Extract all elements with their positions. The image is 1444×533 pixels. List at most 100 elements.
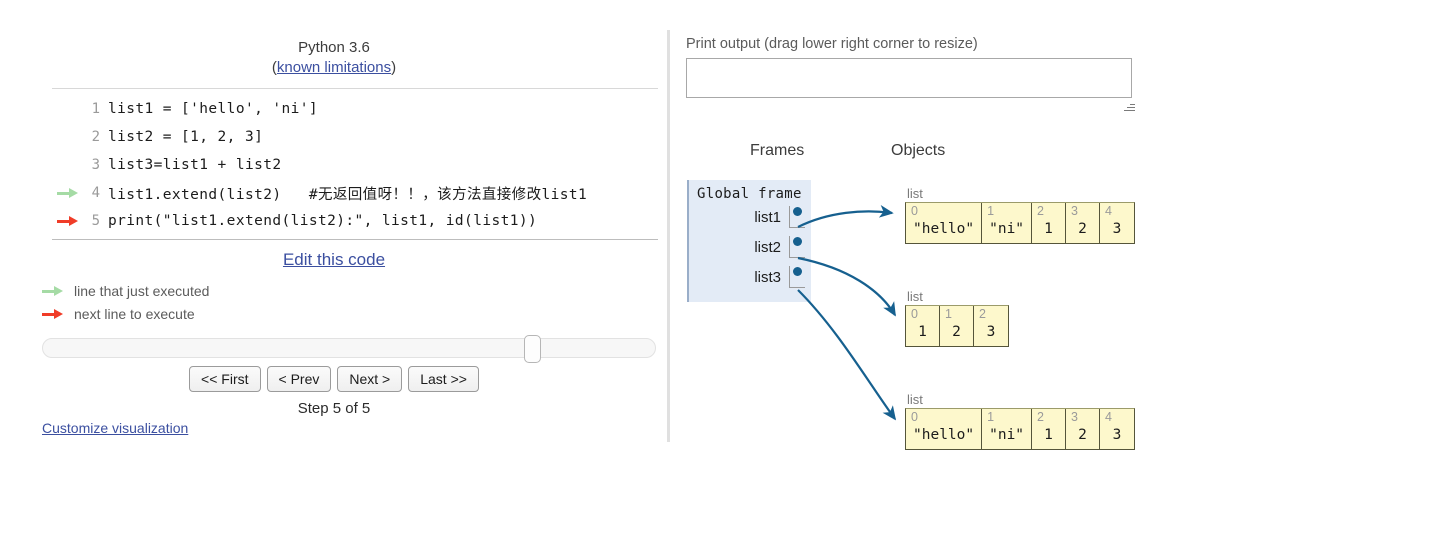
paren-open: ( [271, 59, 277, 76]
cell-index: 0 [911, 204, 918, 218]
line-code: list3=list1 + list2 [108, 157, 282, 173]
object-type-label: list [907, 289, 923, 304]
heap-object-list-1: list 0 "hello" 1 "ni" 2 1 3 2 4 3 [905, 186, 1136, 244]
first-step-button[interactable]: << First [189, 366, 261, 392]
cell-value: "hello" [913, 427, 975, 443]
list-cell[interactable]: 0 "hello" [906, 409, 983, 449]
list-cell[interactable]: 2 1 [1032, 203, 1067, 243]
code-line[interactable]: 2 list2 = [1, 2, 3] [52, 123, 658, 151]
list-cell[interactable]: 1 "ni" [982, 409, 1033, 449]
variable-pointer-slot [789, 206, 805, 228]
cell-index: 2 [979, 307, 986, 321]
cell-value: "ni" [989, 427, 1025, 443]
object-type-label: list [907, 186, 923, 201]
execution-marker-slot [52, 215, 84, 227]
known-limitations-link[interactable]: known limitations [276, 59, 392, 76]
visualization-panel: Print output (drag lower right corner to… [668, 0, 1444, 533]
list-cell[interactable]: 3 2 [1066, 409, 1101, 449]
python-version-label: Python 3.6 [298, 39, 370, 56]
list-cell[interactable]: 0 1 [906, 306, 940, 346]
global-frame: Global frame list1 list2 list3 [687, 180, 811, 302]
arrow-list3-to-object3 [797, 289, 897, 421]
cell-value: 3 [1112, 221, 1122, 237]
step-counter-label: Step 5 of 5 [297, 400, 371, 417]
arrow-list1-to-object1 [797, 204, 894, 228]
print-output-label: Print output (drag lower right corner to… [686, 36, 978, 52]
frames-header: Frames [750, 142, 805, 159]
variable-row-list2[interactable]: list2 [689, 232, 811, 262]
code-line-next[interactable]: 5 print("list1.extend(list2):", list1, i… [52, 207, 658, 235]
list-cell[interactable]: 4 3 [1100, 409, 1135, 449]
cell-index: 2 [1037, 410, 1044, 424]
list-cell[interactable]: 0 "hello" [906, 203, 983, 243]
variable-name: list2 [754, 238, 781, 256]
cell-value: 2 [1078, 427, 1087, 443]
variable-pointer-slot [789, 266, 805, 288]
legend-next-line-label: next line to execute [74, 306, 195, 322]
heap-object-list-2: list 0 1 1 2 2 3 [905, 289, 1009, 347]
next-step-button[interactable]: Next > [337, 366, 403, 392]
next-line-arrow-icon [42, 308, 64, 320]
cell-index: 3 [1071, 204, 1078, 218]
cell-value: 3 [986, 324, 996, 340]
line-number: 4 [91, 185, 100, 201]
cell-index: 1 [987, 204, 995, 218]
next-line-arrow-icon [57, 215, 79, 227]
known-limitations-line: (known limitations) [0, 58, 668, 78]
global-frame-title: Global frame [697, 186, 802, 202]
just-executed-arrow-icon [42, 285, 64, 297]
list-cell[interactable]: 2 1 [1032, 409, 1067, 449]
line-number: 5 [91, 213, 100, 229]
line-code: print("list1.extend(list2):", list1, id(… [108, 213, 538, 229]
code-line-current[interactable]: 4 list1.extend(list2) #无返回值呀！！，该方法直接修改li… [52, 179, 658, 207]
code-panel: Python 3.6 (known limitations) 1 list1 =… [0, 0, 668, 533]
cell-value: 1 [1044, 427, 1053, 443]
step-navigation-buttons: << First < Prev Next > Last >> [0, 366, 668, 392]
line-number: 2 [91, 129, 100, 145]
cell-index: 3 [1071, 410, 1078, 424]
just-executed-arrow-icon [57, 187, 79, 199]
code-display: 1 list1 = ['hello', 'ni'] 2 list2 = [1, … [52, 88, 658, 240]
line-code: list2 = [1, 2, 3] [108, 129, 264, 145]
pointer-dot-icon [793, 207, 802, 216]
edit-this-code-row: Edit this code [0, 250, 668, 270]
panel-divider [667, 30, 670, 442]
object-cells: 0 1 1 2 2 3 [905, 305, 1009, 347]
variable-row-list1[interactable]: list1 [689, 202, 811, 232]
cell-index: 0 [911, 410, 918, 424]
cell-value: 2 [1078, 221, 1087, 237]
list-cell[interactable]: 1 "ni" [982, 203, 1033, 243]
arrow-list2-to-object2 [797, 256, 896, 317]
cell-value: 3 [1112, 427, 1122, 443]
resize-handle-icon[interactable] [1123, 100, 1135, 112]
legend-just-executed: line that just executed [42, 283, 209, 299]
list-cell[interactable]: 3 2 [1066, 203, 1101, 243]
heap-object-list-3: list 0 "hello" 1 "ni" 2 1 3 2 4 3 [905, 392, 1136, 450]
print-output-box[interactable] [686, 58, 1132, 98]
variable-name: list1 [754, 208, 781, 226]
edit-this-code-link[interactable]: Edit this code [282, 250, 386, 269]
line-code: list1 = ['hello', 'ni'] [108, 101, 318, 117]
paren-close: ) [391, 59, 397, 76]
cell-index: 4 [1105, 410, 1112, 424]
code-line[interactable]: 1 list1 = ['hello', 'ni'] [52, 95, 658, 123]
pointer-dot-icon [793, 237, 802, 246]
list-cell[interactable]: 1 2 [940, 306, 974, 346]
cell-value: "hello" [913, 221, 975, 237]
variable-row-list3[interactable]: list3 [689, 262, 811, 292]
legend-just-executed-label: line that just executed [74, 283, 210, 299]
line-number: 3 [91, 157, 100, 173]
step-slider-handle[interactable] [524, 335, 541, 363]
list-cell[interactable]: 2 3 [974, 306, 1008, 346]
code-line[interactable]: 3 list3=list1 + list2 [52, 151, 658, 179]
customize-visualization-link[interactable]: Customize visualization [42, 420, 189, 436]
last-step-button[interactable]: Last >> [408, 366, 479, 392]
legend-next-line: next line to execute [42, 306, 195, 322]
cell-value: 1 [1044, 221, 1053, 237]
step-slider[interactable] [42, 335, 656, 363]
cell-index: 2 [1037, 204, 1044, 218]
pointer-dot-icon [793, 267, 802, 276]
list-cell[interactable]: 4 3 [1100, 203, 1135, 243]
prev-step-button[interactable]: < Prev [266, 366, 332, 392]
line-number: 1 [91, 101, 100, 117]
